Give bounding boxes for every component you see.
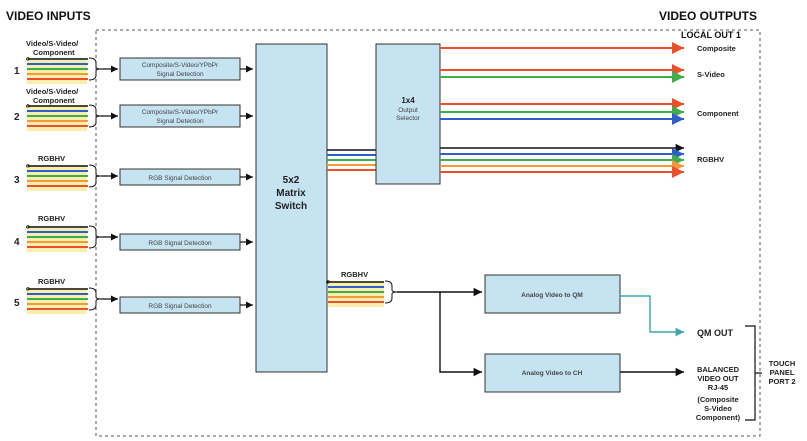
- output-selector-line-2: Output: [398, 107, 418, 114]
- balanced-line-5: S-Video: [704, 404, 732, 413]
- matrix-switch-line-2: Matrix: [276, 188, 306, 199]
- balanced-line-2: VIDEO OUT: [697, 374, 739, 383]
- input-5-number: 5: [14, 298, 20, 309]
- rgbhv-output-lines: [440, 143, 684, 178]
- video-inputs-title: VIDEO INPUTS: [6, 9, 91, 23]
- qm-out-label: QM OUT: [697, 328, 733, 338]
- input-1-detection-line-1: Composite/S-Video/YPbPr: [142, 62, 219, 69]
- output-rgbhv-label: RGBHV: [697, 155, 724, 164]
- input-2-detection-line-1: Composite/S-Video/YPbPr: [142, 109, 219, 116]
- output-composite-label: Composite: [697, 44, 736, 53]
- touch-panel-line-1: TOUCH: [769, 359, 796, 368]
- input-2-number: 2: [14, 112, 20, 123]
- input-4: RGBHV 4 RGB Signal Detection: [14, 214, 253, 252]
- matrix-switch-box: [255, 43, 328, 373]
- output-svideo-label: S-Video: [697, 70, 725, 79]
- component-output-lines: [440, 98, 684, 125]
- matrix-to-selector-bus: [327, 149, 376, 171]
- input-5-label: RGBHV: [38, 277, 65, 286]
- svideo-output-lines: [440, 64, 684, 83]
- input-1-label-line-1: Video/S-Video/: [26, 39, 79, 48]
- output-selector-line-3: Selector: [396, 115, 421, 122]
- input-1-label-line-2: Component: [33, 48, 75, 57]
- matrix-switch-line-3: Switch: [275, 201, 307, 212]
- input-5: RGBHV 5 RGB Signal Detection: [14, 277, 253, 314]
- input-3-detection-text: RGB Signal Detection: [148, 175, 212, 182]
- balanced-line-3: RJ-45: [708, 383, 728, 392]
- output-component-label: Component: [697, 109, 739, 118]
- video-outputs-title: VIDEO OUTPUTS: [659, 9, 757, 23]
- analog-to-ch-text: Analog Video to CH: [522, 370, 583, 377]
- input-2-label-line-1: Video/S-Video/: [26, 87, 79, 96]
- input-1-detection-line-2: Signal Detection: [156, 71, 204, 78]
- input-1: Video/S-Video/ Component 1 Composite/S-V…: [14, 39, 253, 84]
- rgbhv-bus-label: RGBHV: [341, 270, 368, 279]
- input-3: RGBHV 3 RGB Signal Detection: [14, 154, 253, 191]
- output-selector-line-1: 1x4: [401, 96, 415, 105]
- touch-panel-bracket: [745, 325, 762, 421]
- matrix-switch-line-1: 5x2: [283, 175, 300, 186]
- input-2-detection-line-2: Signal Detection: [156, 118, 204, 125]
- input-3-number: 3: [14, 175, 20, 186]
- analog-to-ch-box: [484, 353, 621, 393]
- balanced-video-out-label: BALANCED VIDEO OUT RJ-45 (Composite S-Vi…: [696, 365, 741, 422]
- input-4-detection-text: RGB Signal Detection: [148, 240, 212, 247]
- balanced-line-6: Component): [696, 413, 741, 422]
- touch-panel-line-2: PANEL: [770, 368, 795, 377]
- input-3-label: RGBHV: [38, 154, 65, 163]
- analog-to-qm-text: Analog Video to QM: [521, 292, 583, 299]
- input-5-detection-text: RGB Signal Detection: [148, 303, 212, 310]
- balanced-line-4: (Composite: [697, 395, 738, 404]
- input-4-label: RGBHV: [38, 214, 65, 223]
- analog-to-qm-box: [484, 274, 621, 314]
- local-out-title: LOCAL OUT 1: [681, 30, 741, 40]
- output-selector-box: [375, 43, 441, 185]
- input-4-number: 4: [14, 237, 20, 248]
- rgbhv-bus-lines: [326, 280, 482, 377]
- device-boundary: [95, 29, 761, 437]
- input-2: Video/S-Video/ Component 2 Composite/S-V…: [14, 87, 253, 131]
- balanced-line-1: BALANCED: [697, 365, 740, 374]
- input-1-number: 1: [14, 66, 20, 77]
- input-2-label-line-2: Component: [33, 96, 75, 105]
- touch-panel-line-3: PORT 2: [768, 377, 795, 386]
